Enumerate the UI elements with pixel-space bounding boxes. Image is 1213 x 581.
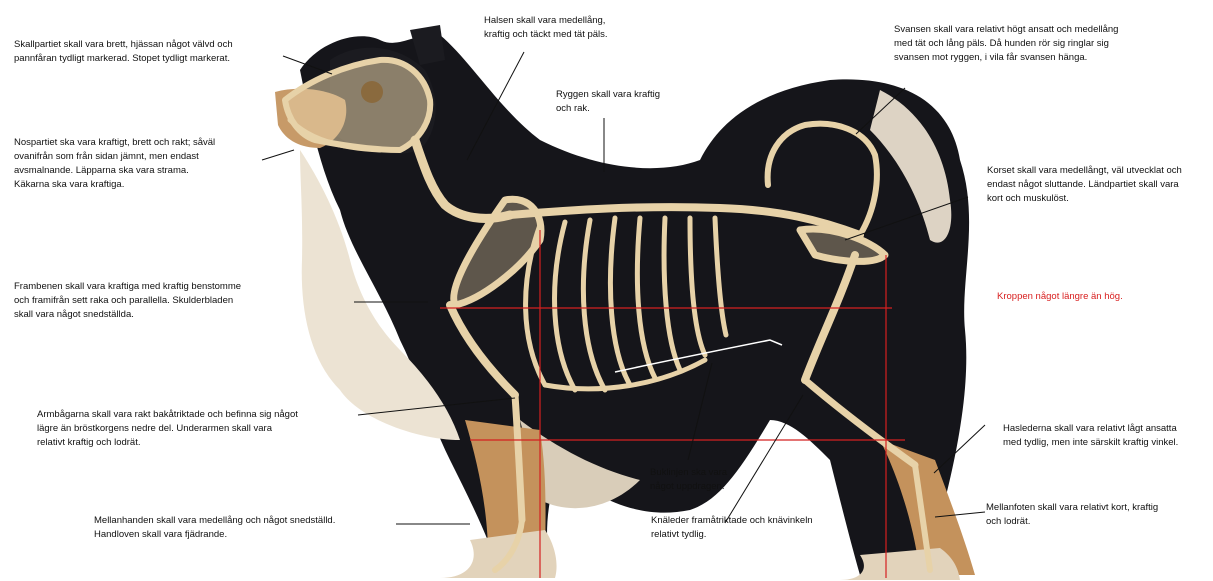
eye-socket bbox=[361, 81, 383, 103]
label-croup: Korset skall vara medellångt, väl utveck… bbox=[987, 164, 1182, 206]
label-elbows: Armbågarna skall vara rakt bakåtriktade … bbox=[37, 408, 298, 450]
label-forelegs: Frambenen skall vara kraftiga med krafti… bbox=[14, 280, 241, 322]
label-stifle: Knäleder framåtriktade och knävinkeln re… bbox=[651, 514, 813, 542]
label-neck: Halsen skall vara medellång, kraftig och… bbox=[484, 14, 608, 42]
label-belly: Buklinjen ska vara något uppdragen. bbox=[650, 466, 727, 494]
label-metatarsus: Mellanfoten skall vara relativt kort, kr… bbox=[986, 501, 1158, 529]
label-tail: Svansen skall vara relativt högt ansatt … bbox=[894, 23, 1118, 65]
label-hocks: Haslederna skall vara relativt lågt ansa… bbox=[1003, 422, 1178, 450]
label-muzzle: Nospartiet ska vara kraftigt, brett och … bbox=[14, 136, 215, 192]
label-back: Ryggen skall vara kraftig och rak. bbox=[556, 88, 660, 116]
leader-muzzle bbox=[262, 150, 294, 160]
label-proportion: Kroppen något längre än hög. bbox=[997, 290, 1123, 304]
label-pastern: Mellanhanden skall vara medellång och nå… bbox=[94, 514, 335, 542]
label-skull: Skallpartiet skall vara brett, hjässan n… bbox=[14, 38, 233, 66]
